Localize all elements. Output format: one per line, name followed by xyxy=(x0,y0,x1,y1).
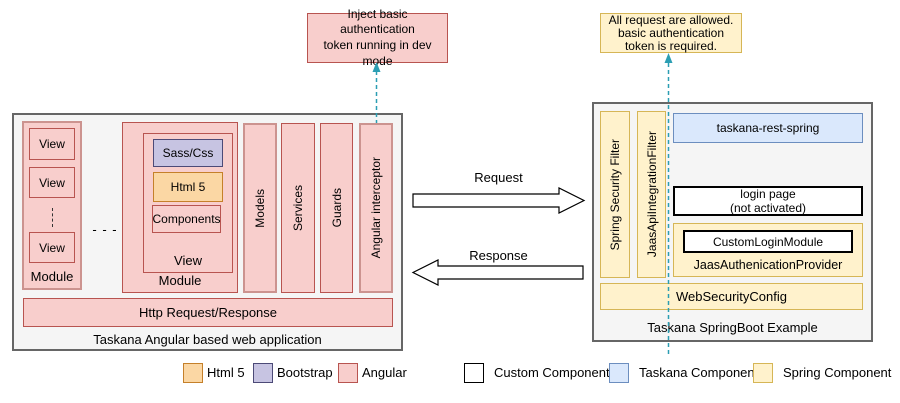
spring-component-swatch xyxy=(753,363,773,383)
web-security-config-bar: WebSecurityConfig xyxy=(600,283,863,310)
horizontal-ellipsis: - - - xyxy=(92,221,118,237)
custom-login-module-label: CustomLoginModule xyxy=(712,234,824,249)
view-label: View xyxy=(39,175,65,190)
html5-swatch xyxy=(183,363,203,383)
sass-css-label: Sass/Css xyxy=(162,146,214,160)
web-security-config-label: WebSecurityConfig xyxy=(675,289,788,304)
request-label: Request xyxy=(474,170,523,185)
module2-label: Module xyxy=(158,273,202,288)
angular-interceptor-bar: Angular interceptor xyxy=(359,123,393,293)
components-label: Components xyxy=(152,212,221,226)
taskana-rest-spring-label: taskana-rest-spring xyxy=(716,121,820,135)
legend-item-taskana: Taskana Component xyxy=(609,363,758,383)
legend-label: Html 5 xyxy=(207,365,245,380)
legend-label: Bootstrap xyxy=(277,365,333,380)
dev-mode-callout-text: Inject basic authentication token runnin… xyxy=(323,6,432,68)
http-request-response-label: Http Request/Response xyxy=(138,305,278,320)
dashed-connector-right-arrowhead xyxy=(664,53,673,63)
login-page-box: login page (not activated) xyxy=(673,186,863,216)
view-label: View xyxy=(39,240,65,255)
custom-login-module-box: CustomLoginModule xyxy=(683,230,853,253)
legend-item-bootstrap: Bootstrap xyxy=(253,363,333,383)
view-label: View xyxy=(39,137,65,151)
guards-label: Guards xyxy=(329,188,344,228)
auth-required-callout: All request are allowed. basic authentic… xyxy=(600,13,742,53)
vertical-ellipsis xyxy=(52,208,53,227)
legend-label: Custom Component xyxy=(494,365,610,380)
jaas-api-integration-filter-label: JaasApiIntegrationFilter xyxy=(644,131,659,258)
view-box: View xyxy=(29,232,75,263)
models-label: Models xyxy=(253,188,267,228)
guards-bar: Guards xyxy=(320,123,353,293)
angular-app-title: Taskana Angular based web application xyxy=(93,332,322,347)
html5-box: Html 5 xyxy=(153,172,223,202)
legend-label: Spring Component xyxy=(783,365,892,380)
legend-item-html5: Html 5 xyxy=(183,363,245,383)
view-box: View xyxy=(29,128,75,160)
angular-swatch xyxy=(338,363,358,383)
services-label: Services xyxy=(291,184,305,231)
models-bar: Models xyxy=(243,123,277,293)
legend-label: Angular xyxy=(362,365,407,380)
response-label: Response xyxy=(469,248,528,263)
module1-label: Module xyxy=(30,269,74,284)
dev-mode-callout: Inject basic authentication token runnin… xyxy=(307,7,448,68)
legend-label: Taskana Component xyxy=(639,365,759,380)
angular-interceptor-label: Angular interceptor xyxy=(369,157,383,259)
legend-item-custom: Custom Component xyxy=(464,363,610,383)
components-box: Components xyxy=(152,205,221,233)
auth-required-callout-text: All request are allowed. basic authentic… xyxy=(608,12,734,53)
taskana-component-swatch xyxy=(609,363,629,383)
sass-css-box: Sass/Css xyxy=(153,139,223,167)
custom-component-swatch xyxy=(464,363,484,383)
legend-item-angular: Angular xyxy=(338,363,407,383)
taskana-rest-spring-box: taskana-rest-spring xyxy=(673,113,863,143)
response-arrow xyxy=(411,259,584,286)
legend-item-spring: Spring Component xyxy=(753,363,891,383)
http-request-response-bar: Http Request/Response xyxy=(23,298,393,327)
springboot-title: Taskana SpringBoot Example xyxy=(647,320,818,335)
view-box: View xyxy=(29,167,75,198)
module2-view-label: View xyxy=(174,253,202,268)
request-arrow xyxy=(412,187,586,214)
bootstrap-swatch xyxy=(253,363,273,383)
login-page-label: login page (not activated) xyxy=(729,186,807,215)
spring-security-filter-bar: Spring Security Filter xyxy=(600,111,630,278)
html5-label: Html 5 xyxy=(170,180,206,194)
jaas-api-integration-filter-bar: JaasApiIntegrationFilter xyxy=(637,111,666,278)
jaas-authentication-provider-label: JaasAuthenicationProvider xyxy=(693,258,843,272)
spring-security-filter-label: Spring Security Filter xyxy=(608,138,622,251)
services-bar: Services xyxy=(281,123,315,293)
